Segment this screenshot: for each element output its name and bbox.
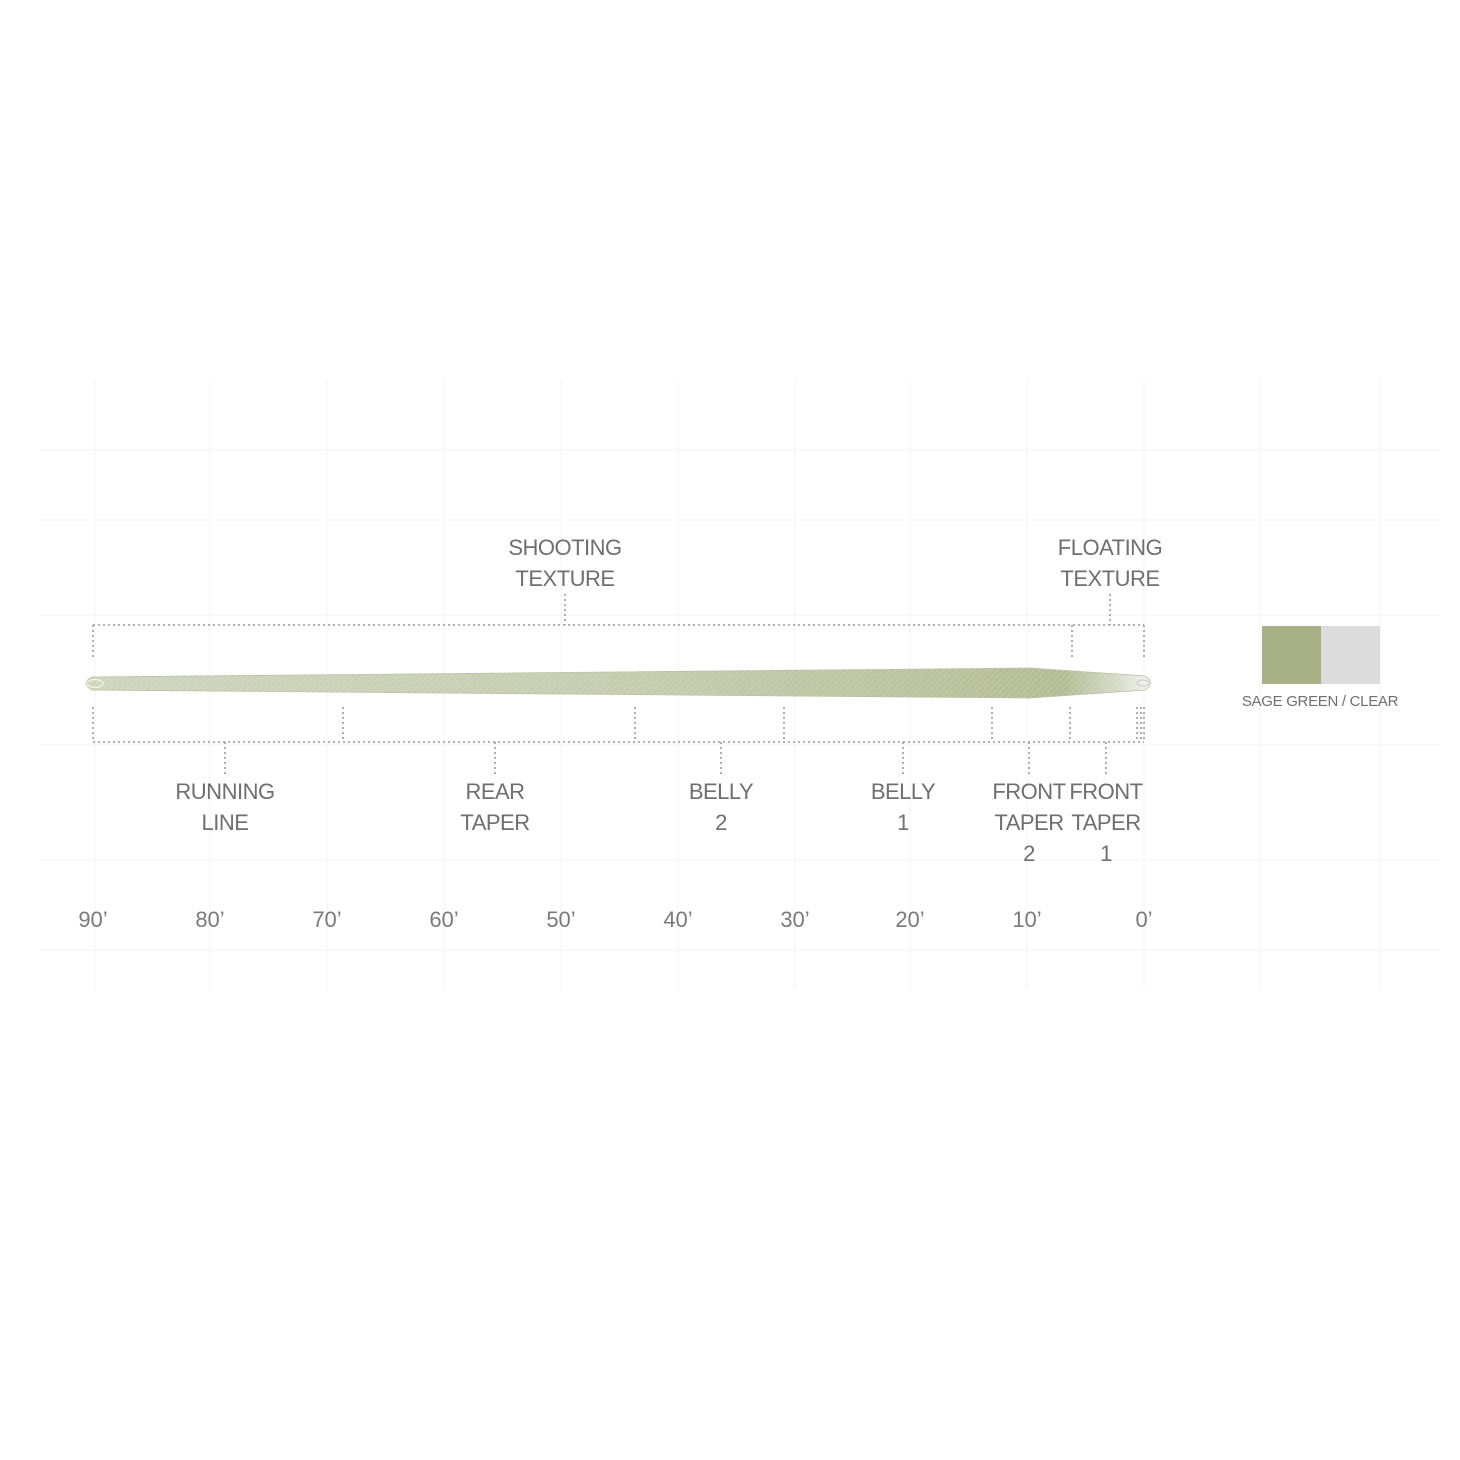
floating-texture-line-2: TEXTURE: [1060, 566, 1159, 591]
front-loop-icon: [1136, 679, 1150, 687]
sage-green-swatch: [1262, 626, 1321, 684]
distance-tick: 0’: [1135, 907, 1152, 932]
distance-tick: 50’: [546, 907, 575, 932]
section-front-taper-2: FRONT TAPER 2: [992, 779, 1066, 866]
shooting-texture-line-1: SHOOTING: [508, 535, 621, 560]
section-front-taper-1: FRONT TAPER 1: [1069, 779, 1143, 866]
section-label-line: LINE: [202, 810, 249, 835]
distance-tick: 20’: [895, 907, 924, 932]
section-label-line: REAR: [465, 779, 524, 804]
color-legend-label: SAGE GREEN / CLEAR: [1242, 693, 1399, 710]
welded-loop-icon: [86, 678, 104, 689]
distance-tick: 40’: [663, 907, 692, 932]
distance-tick: 30’: [780, 907, 809, 932]
color-legend: SAGE GREEN / CLEAR: [1242, 626, 1399, 710]
section-label-line: FRONT: [992, 779, 1065, 804]
distance-tick: 80’: [195, 907, 224, 932]
top-texture-brackets: [92, 594, 1145, 660]
fly-line: [85, 667, 1151, 699]
section-label-line: 2: [1023, 841, 1035, 866]
floating-texture-line-1: FLOATING: [1058, 535, 1162, 560]
section-label-line: RUNNING: [175, 779, 274, 804]
clear-swatch: [1321, 626, 1380, 684]
distance-tick: 90’: [78, 907, 107, 932]
section-belly-1: BELLY 1: [871, 779, 937, 835]
section-label-line: 1: [897, 810, 909, 835]
background-grid: [40, 380, 1440, 990]
shooting-texture-line-2: TEXTURE: [515, 566, 614, 591]
section-belly-2: BELLY 2: [689, 779, 755, 835]
section-running-line: RUNNING LINE: [175, 779, 275, 835]
section-label-line: TAPER: [994, 810, 1063, 835]
floating-texture-label: FLOATING TEXTURE: [1058, 535, 1163, 591]
section-label-line: TAPER: [460, 810, 529, 835]
section-brackets: [92, 707, 1145, 775]
section-label-line: BELLY: [871, 779, 936, 804]
section-label-line: BELLY: [689, 779, 754, 804]
distance-tick: 10’: [1012, 907, 1041, 932]
distance-tick: 70’: [312, 907, 341, 932]
shooting-texture-label: SHOOTING TEXTURE: [508, 535, 622, 591]
section-label-line: 2: [715, 810, 727, 835]
section-rear-taper: REAR TAPER: [460, 779, 530, 835]
distance-scale: 90’ 80’ 70’ 60’ 50’ 40’ 30’ 20’ 10’ 0’: [78, 907, 1152, 932]
section-label-line: FRONT: [1069, 779, 1142, 804]
section-label-line: 1: [1100, 841, 1112, 866]
section-label-line: TAPER: [1071, 810, 1140, 835]
distance-tick: 60’: [429, 907, 458, 932]
